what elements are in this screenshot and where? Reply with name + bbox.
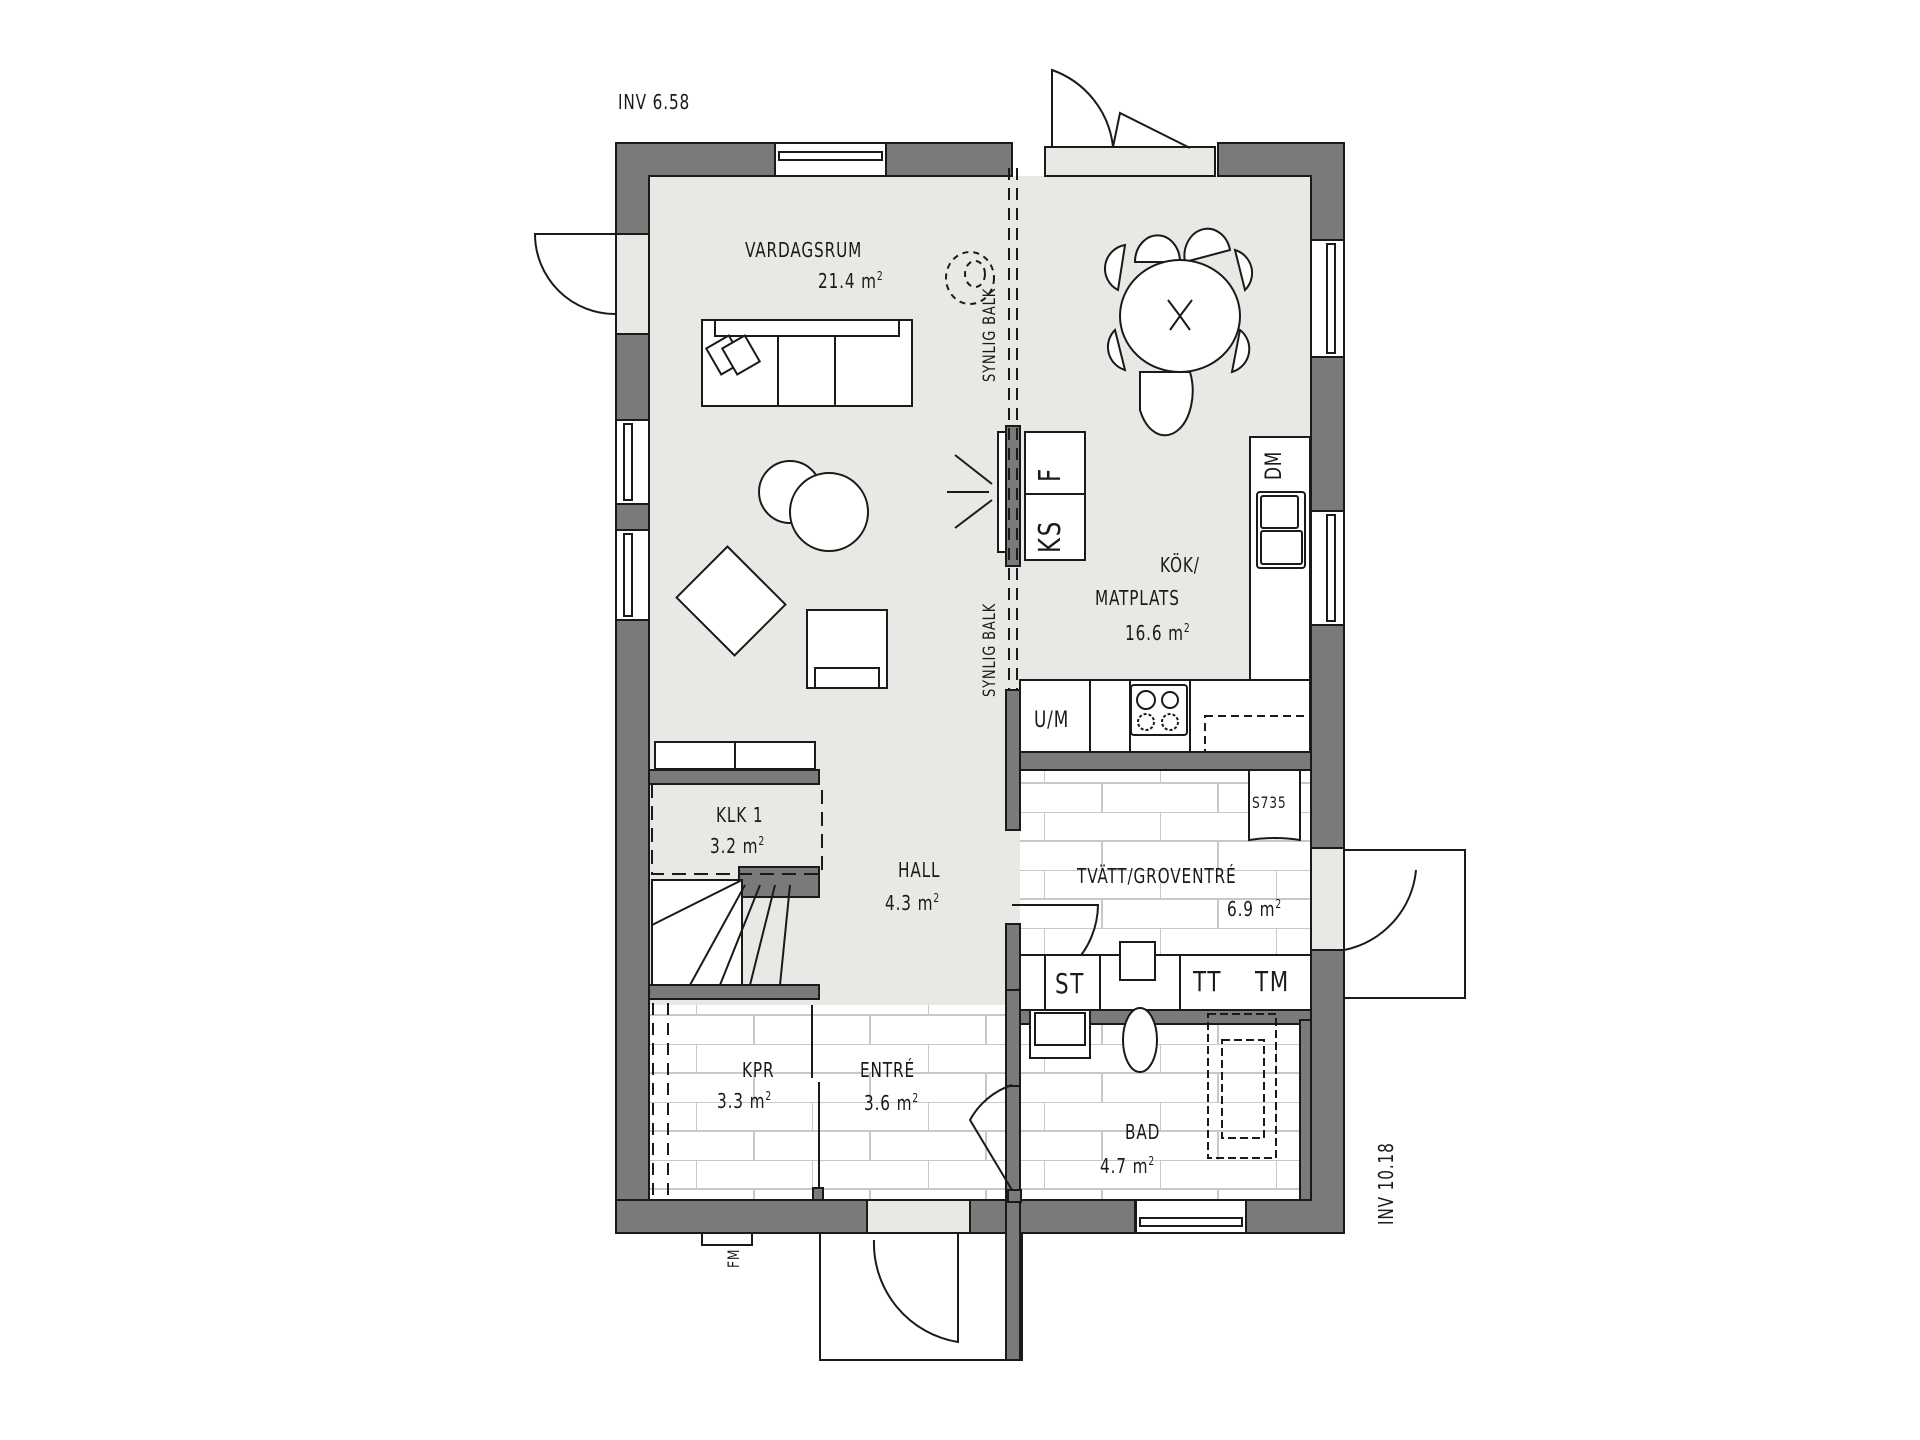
dryer-label: TT [1193,965,1223,998]
orientation-label-top: INV 6.58 [618,90,691,114]
room-name-matplats: MATPLATS [1095,586,1180,610]
dishwasher-label: DM [1262,450,1287,480]
closet-rail [652,1003,669,1200]
meter-label: FM [724,1248,743,1268]
room-name-hall: HALL [898,858,941,882]
room-name-klk: KLK 1 [716,803,764,827]
room-area-vardagsrum: 21.4 m2 [818,269,884,293]
room-name-tvatt: TVÄTT/GROVENTRÉ [1077,864,1237,888]
room-name-entre: ENTRÉ [860,1058,915,1082]
beam-label-upper: SYNLIG BALK [980,287,1000,382]
partition [701,1005,1022,1246]
ventilation-label: S735 [1252,793,1287,812]
windows [615,142,1345,1234]
exterior-walls [615,142,1345,1361]
room-area-kok: 16.6 m2 [1125,621,1191,645]
cabinet-label: ST [1055,967,1086,1000]
room-area-hall: 4.3 m2 [885,891,941,915]
room-area-tvatt: 6.9 m2 [1227,897,1283,921]
visible-beam [1008,168,1018,690]
room-name-bad: BAD [1125,1120,1161,1144]
living-furniture [675,251,995,689]
beam-label-lower: SYNLIG BALK [980,602,1000,697]
freezer-label: KS [1033,519,1068,553]
staircase [651,741,823,986]
fridge-label: F [1033,467,1068,482]
orientation-label-right: INV 10.18 [1374,1142,1398,1225]
dining-table [1104,227,1254,437]
room-area-bad: 4.7 m2 [1100,1154,1156,1178]
room-name-vardagsrum: VARDAGSRUM [745,238,863,262]
room-area-entre: 3.6 m2 [864,1091,920,1115]
room-name-kok: KÖK/ [1160,553,1200,577]
room-name-kpr: KPR [742,1058,775,1082]
room-area-klk: 3.2 m2 [710,834,766,858]
room-area-kpr: 3.3 m2 [717,1089,773,1113]
laundry-fixtures [1019,769,1312,1159]
doors [533,68,1466,1361]
kitchen-counters [1019,431,1311,756]
washer-label: TM [1255,965,1290,998]
fireplace [947,431,1007,553]
microwave-label: U/M [1034,708,1070,733]
